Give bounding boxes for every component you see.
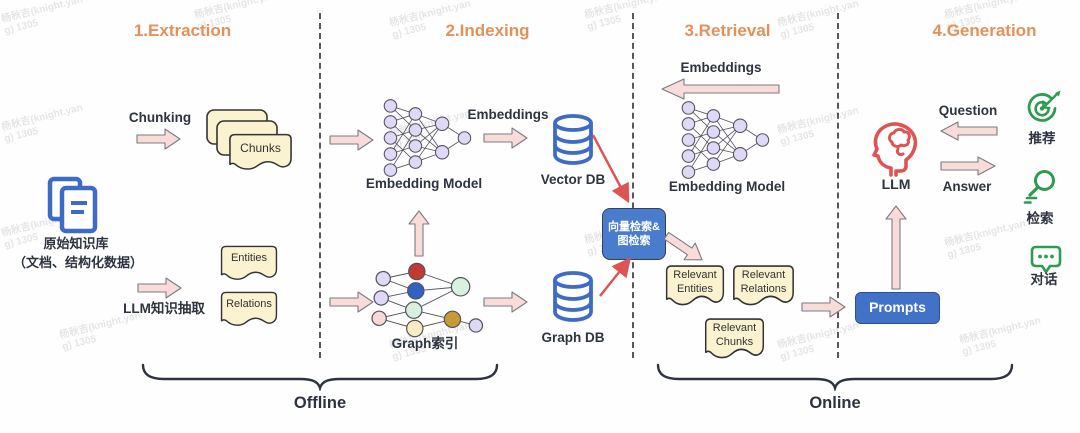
section-title-retrieval: 3.Retrieval [684, 21, 771, 40]
recommend-label: 推荐 [1028, 131, 1056, 146]
offline-label: Offline [293, 394, 347, 412]
relations-note-label: Relations [226, 298, 272, 310]
section-title-extraction: 1.Extraction [133, 21, 232, 40]
retrieval-box-line2: 图检索 [617, 235, 651, 247]
llm-head-icon [872, 122, 918, 177]
relevant-chunks-line2: Chunks [715, 335, 754, 348]
llm-extract-label: LLM知识抽取 [123, 301, 205, 316]
source-documents-icon [47, 176, 98, 234]
online-brace [656, 363, 1014, 391]
embedding-model-label: Embedding Model [365, 176, 483, 191]
recommend-target-icon [1027, 90, 1061, 122]
llm-extract-arrow [137, 277, 182, 299]
chunking-label: Chunking [128, 110, 192, 125]
entities-note-label: Entities [230, 252, 268, 264]
relations-note: Relations [218, 289, 280, 329]
graph-db-arrow [483, 291, 528, 313]
chunking-arrow [136, 128, 181, 150]
graph-to-embedding-arrow [408, 210, 430, 257]
online-label: Online [809, 394, 861, 412]
relevant-entities-note: Relevant Entities [663, 262, 727, 309]
question-label: Question [938, 103, 998, 118]
chat-bubble-icon [1030, 245, 1062, 274]
source-label-line2: （文档、结构化数据） [12, 255, 143, 270]
section-divider [837, 13, 839, 358]
chunks-note-label: Chunks [240, 141, 281, 155]
answer-label: Answer [942, 179, 992, 194]
source-label-line1: 原始知识库 [43, 236, 109, 251]
relevant-relations-line1: Relevant [741, 269, 786, 281]
search-magnifier-icon [1023, 170, 1055, 204]
chat-label: 对话 [1030, 272, 1058, 287]
relevant-relations-note: Relevant Relations [730, 262, 797, 309]
graph-db-label: Graph DB [541, 330, 605, 345]
question-arrow [940, 121, 998, 141]
vector-db-icon [553, 114, 593, 165]
section-divider [319, 13, 321, 358]
graph-db-icon [553, 271, 593, 322]
graph-index-label: Graph索引 [391, 336, 459, 351]
to-graph-arrow [329, 291, 374, 313]
retrieval-embeddings-label: Embeddings [680, 60, 762, 75]
graph-index-icon [371, 262, 484, 338]
embeddings-arrow [483, 127, 528, 149]
chunks-note: Chunks [226, 131, 295, 173]
relevant-chunks-note: Relevant Chunks [702, 315, 767, 362]
box-to-results-arrow [663, 231, 703, 261]
relevant-entities-line2: Entities [676, 282, 714, 295]
section-divider [632, 13, 634, 358]
to-prompts-arrow [801, 296, 846, 318]
offline-brace [141, 363, 499, 391]
embedding-model-network-icon [383, 99, 472, 177]
relevant-relations-line2: Relations [740, 282, 787, 295]
entities-note: Entities [218, 243, 280, 283]
section-title-generation: 4.Generation [932, 21, 1037, 40]
vector-graph-retrieval-box: 向量检索& 图检索 [602, 208, 666, 260]
search-label: 检索 [1026, 211, 1054, 226]
relevant-entities-line1: Relevant [673, 269, 717, 281]
retrieval-embedding-model-label: Embedding Model [668, 179, 786, 194]
llm-label: LLM [881, 176, 911, 192]
embeddings-label: Embeddings [467, 107, 549, 122]
answer-arrow [940, 156, 996, 176]
relevant-chunks-line1: Relevant [712, 322, 757, 334]
prompts-button: Prompts [855, 292, 940, 324]
section-title-indexing: 2.Indexing [445, 21, 530, 40]
to-embedding-arrow [329, 129, 374, 151]
vector-db-label: Vector DB [540, 172, 606, 187]
embeddings-left-arrow [661, 78, 780, 100]
prompts-to-llm-arrow [885, 205, 907, 290]
retrieval-box-line1: 向量检索& [608, 221, 660, 233]
retrieval-embedding-model-icon [681, 101, 770, 179]
graph-db-to-box-arrow [599, 257, 631, 297]
vector-db-to-box-arrow [591, 134, 630, 204]
